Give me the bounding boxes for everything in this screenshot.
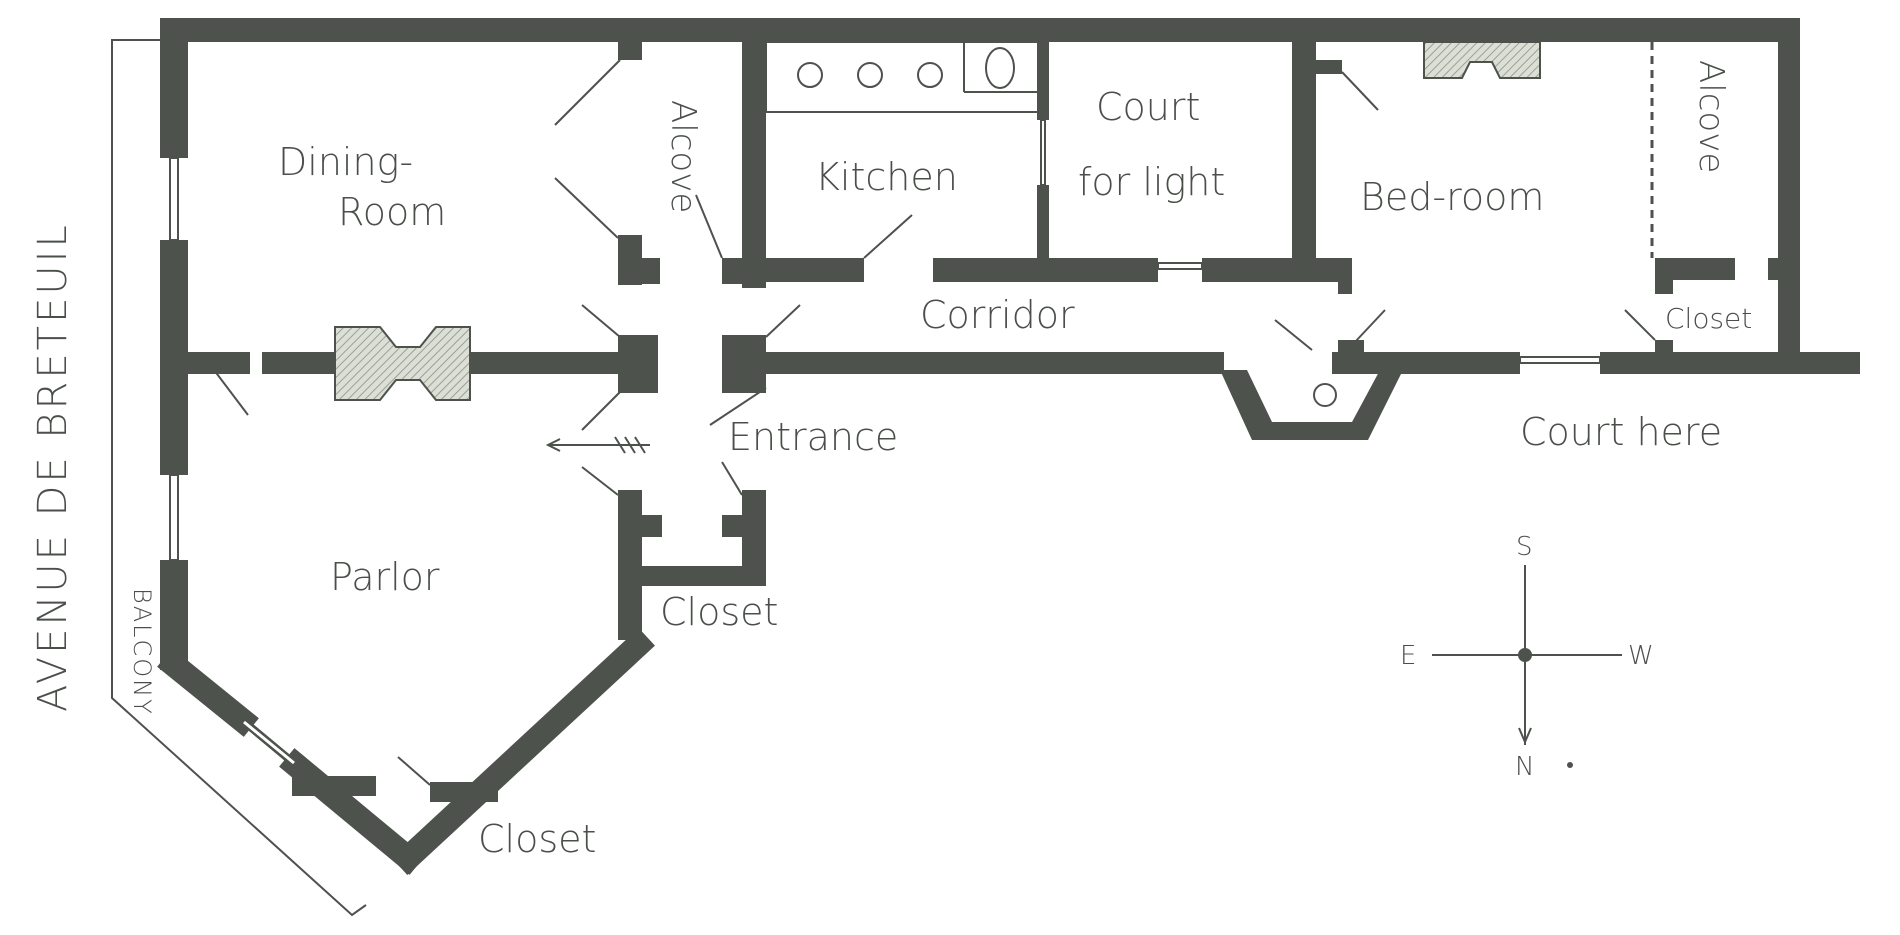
- street-wall-2: [160, 240, 188, 475]
- east-outer-wall: [1778, 18, 1800, 360]
- corridor-wall-stub: [1338, 258, 1352, 294]
- closet-entrance-label: Closet: [660, 590, 778, 634]
- street-wall-1: [160, 18, 188, 158]
- dining-room-label-line2: Room: [338, 190, 446, 234]
- fireplaces: [334, 41, 1541, 401]
- closet-west-wall: [1655, 258, 1673, 294]
- kitchen-west-wall: [742, 30, 766, 288]
- kitchen-south-wall: [766, 258, 864, 282]
- closet-south-wall: [618, 566, 766, 586]
- entrance-pier-right: [722, 335, 766, 393]
- parlor-label: Parlor: [330, 555, 440, 599]
- corridor-label: Corridor: [920, 293, 1075, 337]
- balcony-label: BALCONY: [128, 588, 156, 716]
- stove-burner-1: [797, 62, 823, 88]
- north-outer-wall: [165, 18, 1800, 42]
- entrance-lower-right-return: [722, 515, 766, 537]
- ink-dot: [1567, 762, 1573, 768]
- court-here-label: Court here: [1520, 410, 1722, 454]
- court-label-line1: Court: [1096, 85, 1200, 129]
- alcove-pier: [722, 258, 766, 284]
- balcony-outline: [111, 39, 367, 917]
- court-label-line2: for light: [1078, 160, 1225, 204]
- court-west-wall-b: [1037, 185, 1049, 265]
- bedroom-door-stub: [1316, 60, 1342, 74]
- stove-burner-3: [917, 62, 943, 88]
- closet-north-wall-b: [1768, 258, 1788, 280]
- dining-pier-return: [618, 258, 660, 284]
- bedroom-fireplace: [1423, 41, 1541, 79]
- kitchen-stove: [765, 41, 1337, 407]
- alcove-right-label: Alcove: [1691, 60, 1731, 173]
- closet-north-wall-a: [1655, 258, 1735, 280]
- labels: Dining- Room Alcove Kitchen Court for li…: [30, 60, 1752, 861]
- corridor-south-wall-b: [1332, 352, 1520, 374]
- bay-fixture: [1313, 383, 1337, 407]
- alcove-wall-stub: [618, 30, 642, 60]
- kitchen-label: Kitchen: [815, 155, 958, 199]
- dining-parlor-wall-a: [185, 352, 250, 374]
- stove-burner-2: [857, 62, 883, 88]
- dining-room-label-line1: Dining-: [278, 140, 413, 184]
- compass-center: [1518, 648, 1532, 662]
- kitchen-sink: [985, 47, 1015, 89]
- entrance-arrow: [545, 436, 650, 454]
- corridor-bay: [1220, 370, 1403, 440]
- compass: [1432, 565, 1622, 745]
- closet-right-label: Closet: [1665, 302, 1752, 335]
- compass-south-label: S: [1516, 532, 1533, 562]
- door-swings: [207, 59, 1656, 786]
- street-name-label: AVENUE DE BRETEUIL: [30, 222, 76, 712]
- dining-fireplace: [334, 326, 471, 401]
- compass-east-label: E: [1400, 641, 1416, 671]
- entrance-pier-left: [618, 335, 658, 393]
- corridor-south-wall-c: [1600, 352, 1860, 374]
- closet-parlor-label: Closet: [478, 817, 596, 861]
- compass-west-label: W: [1628, 641, 1654, 671]
- entrance-label: Entrance: [728, 415, 898, 459]
- corridor-door-stub: [1338, 340, 1364, 356]
- closet-door-stub: [1655, 340, 1673, 356]
- bedroom-label: Bed-room: [1360, 175, 1544, 219]
- compass-north-label: N: [1515, 752, 1534, 782]
- court-west-wall-a: [1037, 30, 1049, 120]
- entrance-lower-left-return: [618, 515, 662, 537]
- court-south-wall-2: [1202, 258, 1352, 282]
- parlor-closet-walls: [292, 776, 498, 802]
- bedroom-west-wall: [1292, 30, 1316, 258]
- windows: [169, 119, 1601, 769]
- alcove-left-label: Alcove: [663, 100, 703, 213]
- corridor-south-wall-a: [766, 352, 1224, 374]
- entrance-lower-left: [618, 490, 642, 640]
